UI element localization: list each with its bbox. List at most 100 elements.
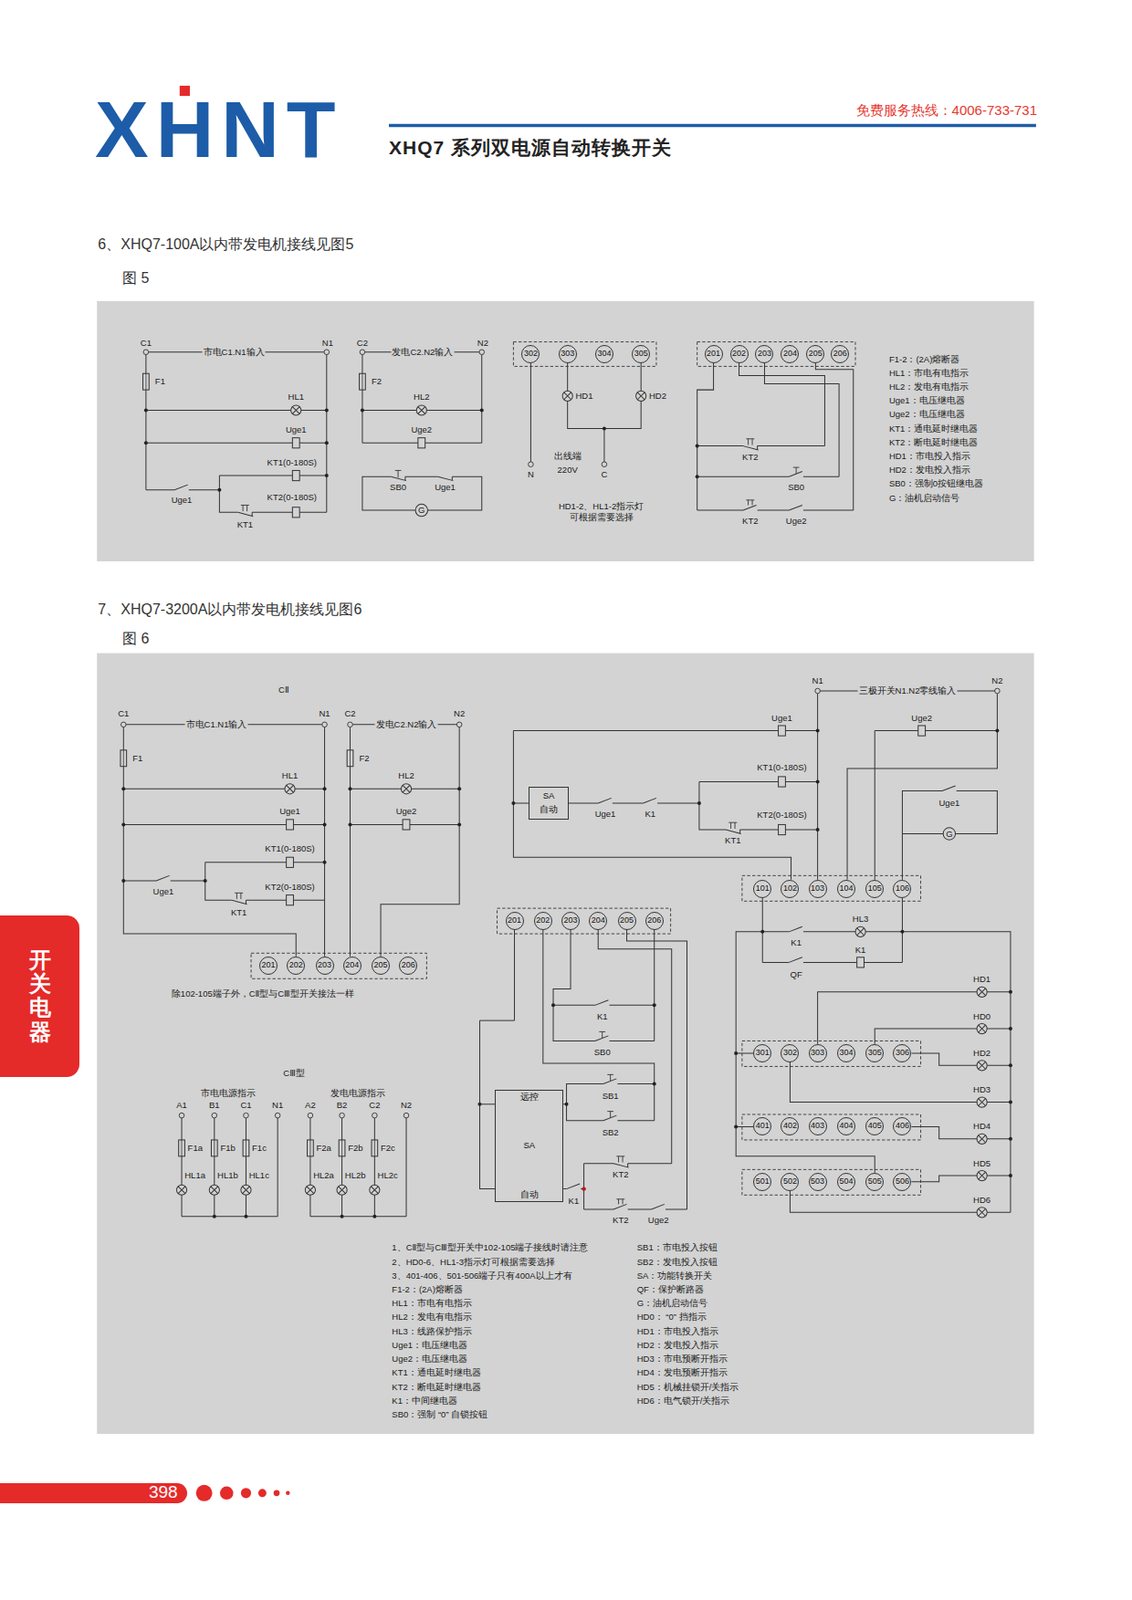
component-symbol — [346, 750, 354, 767]
component-symbol — [121, 879, 126, 883]
note-text: 除102-105端子外，CⅡ型与CⅢ型开关接法一样 — [171, 989, 355, 999]
node-text: 204 — [783, 349, 797, 359]
node-text: 306 — [895, 1048, 910, 1059]
node-text: SA — [543, 791, 556, 801]
component-label: KT1(0-180S) — [263, 844, 315, 854]
component-symbol — [788, 467, 804, 479]
node-text: 302 — [524, 349, 538, 359]
component-symbol — [371, 1140, 378, 1157]
component-symbol — [291, 405, 302, 416]
component-symbol — [551, 1003, 556, 1007]
node-text: 401 — [755, 1121, 770, 1132]
component-symbol — [636, 390, 647, 401]
component-label: C1 — [239, 1100, 252, 1111]
component-label: HD1 — [972, 974, 992, 985]
node-text: SA — [523, 1141, 535, 1151]
component-symbol — [324, 408, 329, 412]
node-text: 202 — [535, 916, 550, 926]
component-symbol — [976, 1207, 987, 1218]
node-text: 201 — [507, 916, 522, 926]
component-label: KT2 — [611, 1215, 629, 1226]
component-label: K1 — [596, 1011, 609, 1021]
component-symbol — [976, 1023, 987, 1034]
component-label: N2 — [476, 337, 490, 347]
component-symbol — [211, 1112, 218, 1119]
component-label: HL1a — [183, 1171, 207, 1181]
node-text: 402 — [783, 1121, 797, 1132]
terminal-number: 204 — [588, 911, 608, 931]
node-text: 503 — [810, 1177, 825, 1187]
component-label: KT2 — [741, 452, 759, 462]
component-symbol — [778, 776, 787, 787]
component-label: QF — [789, 970, 804, 980]
component-symbol — [760, 930, 765, 934]
node-text: 101 — [755, 884, 770, 894]
note-text: KT1：通电延时继电器 — [391, 1368, 481, 1378]
component-label: C2 — [367, 1100, 381, 1111]
terminal-number: 305 — [865, 1044, 884, 1063]
component-label: A2 — [303, 1100, 317, 1111]
note-text: HL3：线路保护指示 — [391, 1326, 472, 1336]
component-symbol — [284, 784, 295, 795]
component-symbol — [144, 440, 148, 445]
component-label: KT1 — [230, 907, 248, 917]
component-symbol — [323, 822, 327, 827]
component-symbol — [347, 722, 354, 728]
note-text: Uge1：电压继电器 — [889, 396, 965, 406]
component-symbol — [231, 892, 248, 904]
component-label: Uge1 — [937, 798, 961, 808]
component-label: C1 — [116, 708, 130, 718]
hotline: 免费服务热线：4006-733-731 — [856, 103, 1038, 119]
component-label: K1 — [789, 938, 803, 948]
component-symbol — [642, 797, 658, 806]
component-symbol — [743, 500, 758, 513]
node-text: 302 — [783, 1048, 797, 1059]
terminal-number: 203 — [315, 956, 335, 975]
wire-connector — [480, 930, 515, 1105]
terminal-number: 203 — [561, 911, 580, 931]
note-text: HD6：电气锁开/关指示 — [637, 1396, 731, 1406]
component-symbol — [286, 895, 294, 906]
page-number: 398 — [0, 1483, 188, 1504]
node-text: 504 — [838, 1177, 853, 1187]
node-text: 506 — [895, 1177, 910, 1187]
note-text: HD2：发电投入指示 — [637, 1341, 719, 1351]
component-symbol — [565, 1102, 569, 1107]
note-text: QF：保护断路器 — [637, 1285, 704, 1295]
component-symbol — [286, 819, 294, 830]
node-text: 105 — [868, 884, 882, 894]
component-symbol — [203, 879, 208, 883]
component-label: HL2 — [412, 392, 430, 402]
component-symbol — [339, 1112, 346, 1119]
component-symbol — [1008, 1100, 1013, 1105]
terminal-number: 501 — [753, 1173, 772, 1192]
figure-panel — [96, 653, 1034, 1435]
component-symbol — [725, 822, 742, 834]
component-symbol — [359, 373, 367, 390]
component-symbol — [566, 1184, 582, 1192]
component-symbol — [976, 1133, 987, 1144]
component-label: CⅡ — [277, 685, 291, 695]
component-symbol — [1008, 1063, 1013, 1068]
component-symbol — [143, 373, 150, 390]
component-symbol — [323, 860, 327, 865]
component-symbol — [1008, 990, 1013, 995]
component-symbol — [322, 722, 328, 728]
page-dots — [273, 1489, 281, 1497]
component-symbol — [603, 1074, 619, 1086]
component-symbol — [360, 408, 365, 412]
terminal-frame — [251, 342, 921, 1196]
note-text: F1-2：(2A)熔断器 — [391, 1285, 462, 1295]
component-label: Uge2 — [647, 1215, 671, 1226]
side-tab: 开关电器 — [0, 915, 80, 1078]
note-text: SB2：发电投入按钮 — [637, 1257, 718, 1267]
component-label: 市电C1.N1输入 — [202, 347, 266, 357]
component-symbol — [402, 819, 410, 830]
component-label: C2 — [356, 337, 369, 347]
component-symbol — [359, 349, 366, 356]
note-text: HD4：发电预断开指示 — [637, 1368, 728, 1378]
component-symbol — [292, 507, 300, 518]
node-text: 303 — [560, 349, 575, 359]
component-symbol — [416, 405, 427, 416]
note-text: Uge1：电压继电器 — [391, 1341, 468, 1351]
